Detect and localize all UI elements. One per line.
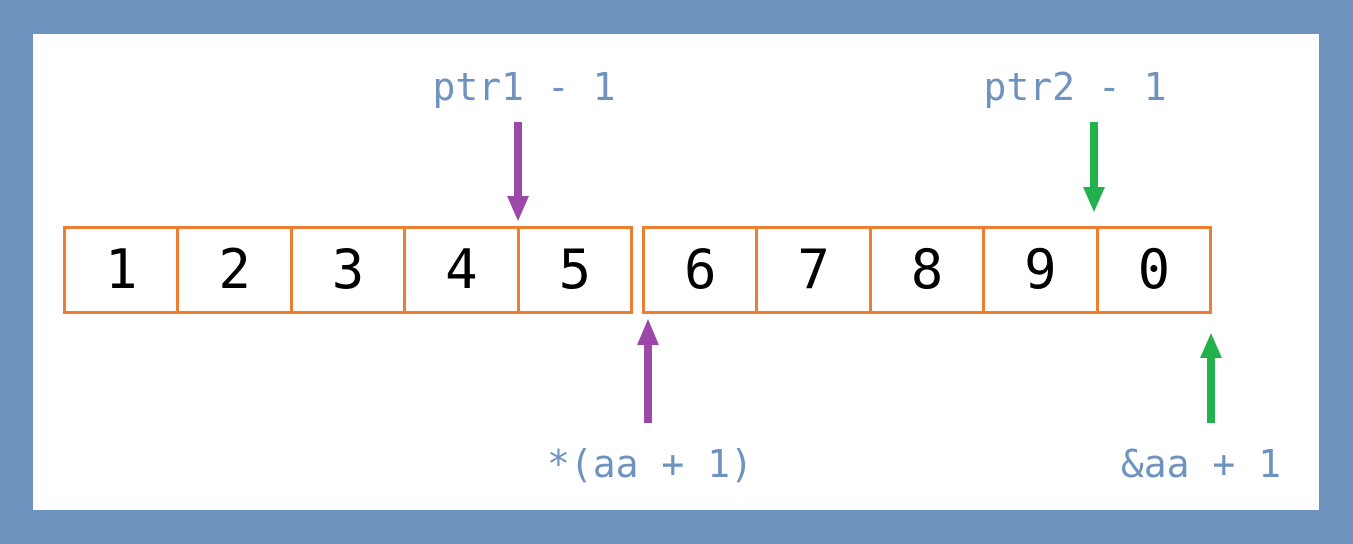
- array-cell: 2: [179, 229, 293, 311]
- ptr1-arrow-head: [507, 196, 529, 221]
- array-cell: 0: [1137, 238, 1171, 301]
- array-cell: 8: [872, 229, 986, 311]
- addr-arrow-head: [1200, 333, 1222, 358]
- array-cell: 3: [293, 229, 407, 311]
- array-cell: 7: [758, 229, 872, 311]
- array-cell: 6: [645, 229, 759, 311]
- ptr2-minus-1-label: ptr2 - 1: [983, 65, 1167, 109]
- addr-aa-plus-1-label: &aa + 1: [1120, 442, 1282, 486]
- ptr1-minus-1-label: ptr1 - 1: [432, 65, 616, 109]
- array-cell: 5: [558, 238, 592, 301]
- array-row-2: 6 7 8 9 0: [642, 226, 1212, 314]
- ptr2-arrow-head: [1083, 187, 1105, 212]
- array-row-1: 1 2 3 4 5: [63, 226, 633, 314]
- array-cell: 1: [66, 229, 180, 311]
- deref-arrow-head: [637, 319, 659, 345]
- deref-aa-plus-1-label: *(aa + 1): [547, 442, 753, 486]
- array-cell: 9: [985, 229, 1099, 311]
- array-cell: 4: [406, 229, 520, 311]
